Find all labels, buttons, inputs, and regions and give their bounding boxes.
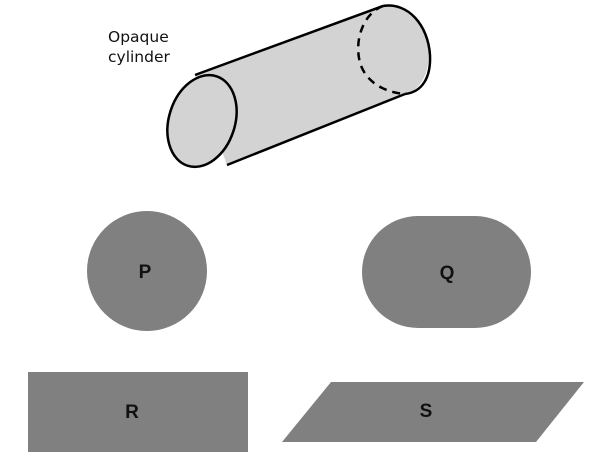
shape-q-stadium	[362, 216, 531, 328]
cylinder-top-edge	[194, 4, 384, 77]
cylinder-far-end-fill	[359, 4, 429, 96]
cylinder-far-end-hidden-edge	[356, 4, 406, 96]
shape-p: P	[87, 211, 207, 331]
shape-r: R	[28, 372, 248, 452]
cylinder-label-line-1: Opaque	[108, 28, 169, 46]
cylinder-bottom-edge	[226, 92, 406, 167]
shape-s-label: S	[420, 401, 433, 422]
shape-s: S	[282, 382, 584, 442]
cylinder-near-end	[166, 73, 238, 169]
opaque-cylinder	[166, 4, 432, 169]
shape-r-rectangle	[28, 372, 248, 452]
shape-q: Q	[362, 216, 531, 328]
shape-s-parallelogram	[282, 382, 584, 442]
shape-q-label: Q	[440, 263, 455, 284]
shape-p-circle	[87, 211, 207, 331]
cylinder-far-end-visible-edge	[382, 4, 432, 96]
cylinder-label-line-2: cylinder	[108, 48, 171, 66]
shape-r-label: R	[125, 402, 139, 423]
shape-p-label: P	[139, 262, 152, 283]
